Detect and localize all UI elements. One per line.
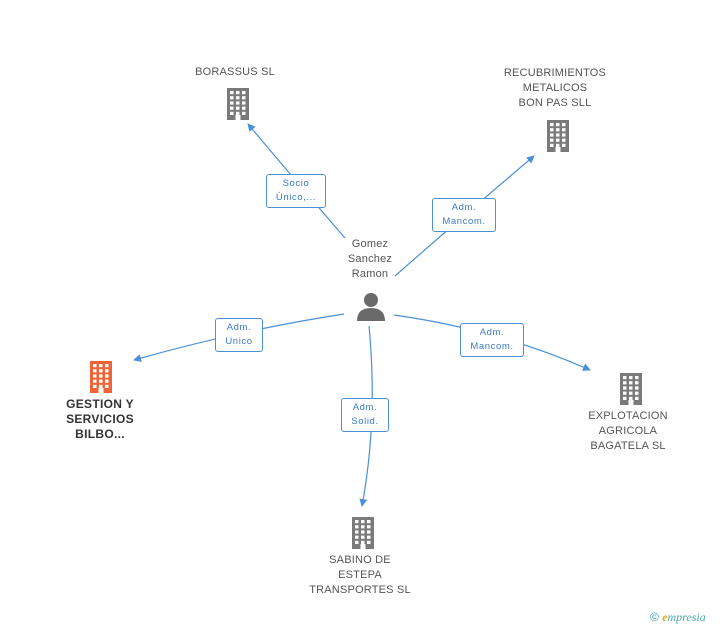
building-icon[interactable] — [223, 86, 253, 120]
building-icon[interactable] — [543, 118, 573, 152]
relation-line: Mancom. — [470, 341, 514, 352]
company-name-line: TRANSPORTES SL — [309, 584, 411, 596]
company-recubrimientos-label[interactable]: RECUBRIMIENTOS METALICOS BON PAS SLL — [490, 66, 620, 111]
building-icon[interactable] — [348, 515, 378, 549]
company-gestion-label[interactable]: GESTION Y SERVICIOS BILBO... — [50, 397, 150, 442]
relation-line: Socio — [282, 178, 310, 189]
company-name-line: GESTION Y — [66, 397, 134, 411]
company-name-line: AGRICOLA — [598, 425, 658, 437]
person-name-line: Sanchez — [347, 253, 393, 265]
company-name-line: SABINO DE — [329, 554, 391, 566]
relation-line: Adm. — [451, 202, 477, 213]
center-person-name[interactable]: Gomez Sanchez Ramon — [330, 237, 410, 282]
relation-line: Adm. — [352, 402, 378, 413]
person-icon[interactable] — [356, 291, 386, 321]
building-icon[interactable] — [616, 371, 646, 405]
relation-line: Unico — [225, 336, 253, 347]
brand-name: mpresia — [667, 610, 706, 624]
company-name-line: METALICOS — [522, 82, 588, 94]
relation-line: Único,... — [275, 192, 317, 203]
company-explotacion-label[interactable]: EXPLOTACION AGRICOLA BAGATELA SL — [573, 409, 683, 454]
company-name-line: SERVICIOS — [66, 412, 134, 426]
company-name-line: EXPLOTACION — [588, 410, 668, 422]
relation-gestion-label[interactable]: Adm. Unico — [215, 318, 263, 352]
company-name-line: RECUBRIMIENTOS — [503, 67, 607, 79]
person-name-line: Gomez — [351, 238, 389, 250]
footer-brand[interactable]: © empresia — [650, 610, 706, 625]
brand-initial: e — [662, 610, 668, 624]
relation-borassus-label[interactable]: Socio Único,... — [266, 174, 326, 208]
relation-explotacion-label[interactable]: Adm. Mancom. — [460, 323, 524, 357]
person-name-line: Ramon — [351, 268, 389, 280]
relation-line: Solid. — [351, 416, 379, 427]
brand-logo: empresia — [662, 610, 706, 624]
building-icon[interactable] — [86, 359, 116, 393]
company-name-line: BORASSUS SL — [195, 66, 275, 78]
copyright-symbol: © — [650, 610, 659, 624]
relation-line: Adm. — [226, 322, 252, 333]
company-sabino-label[interactable]: SABINO DE ESTEPA TRANSPORTES SL — [300, 553, 420, 598]
relation-line: Mancom. — [442, 216, 486, 227]
company-name-line: ESTEPA — [338, 569, 382, 581]
company-borassus-label[interactable]: BORASSUS SL — [180, 65, 290, 80]
company-name-line: BILBO... — [75, 427, 125, 441]
relation-sabino-label[interactable]: Adm. Solid. — [341, 398, 389, 432]
relation-recubrimientos-label[interactable]: Adm. Mancom. — [432, 198, 496, 232]
relation-line: Adm. — [479, 327, 505, 338]
company-name-line: BAGATELA SL — [590, 440, 666, 452]
company-name-line: BON PAS SLL — [518, 97, 592, 109]
